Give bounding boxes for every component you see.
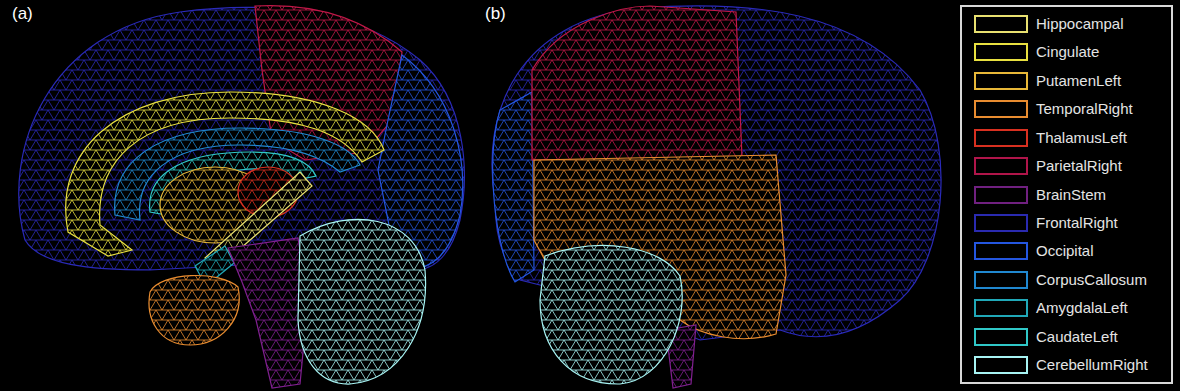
legend-text: CaudateLeft — [1036, 328, 1118, 346]
legend-text: Cingulate — [1036, 43, 1099, 61]
legend-swatch — [974, 129, 1028, 147]
legend-row: CerebellumRight — [962, 354, 1171, 376]
legend-text: AmygdalaLeft — [1036, 299, 1128, 317]
legend-swatch — [974, 100, 1028, 118]
medial-view — [19, 6, 465, 388]
legend-row: AmygdalaLeft — [962, 297, 1171, 319]
legend-text: PutamenLeft — [1036, 72, 1121, 90]
panel-label: (a) — [12, 4, 33, 24]
legend-text: CerebellumRight — [1036, 356, 1148, 374]
legend-text: CorpusCallosum — [1036, 271, 1147, 289]
legend-row: BrainStem — [962, 184, 1171, 206]
legend-text: TemporalRight — [1036, 100, 1133, 118]
legend-swatch — [974, 43, 1028, 61]
legend-row: FrontalRight — [962, 212, 1171, 234]
legend-swatch — [974, 328, 1028, 346]
legend-swatch — [974, 72, 1028, 90]
legend-row: ParietalRight — [962, 155, 1171, 177]
legend-row: Hippocampal — [962, 13, 1171, 35]
panel-label: (b) — [485, 4, 506, 24]
legend-row: TemporalRight — [962, 98, 1171, 120]
legend-text: BrainStem — [1036, 186, 1106, 204]
legend-swatch — [974, 214, 1028, 232]
legend-row: CaudateLeft — [962, 326, 1171, 348]
legend-row: Cingulate — [962, 41, 1171, 63]
legend-swatch — [974, 356, 1028, 374]
legend-box: HippocampalCingulatePutamenLeftTemporalR… — [960, 5, 1173, 384]
legend-swatch — [974, 186, 1028, 204]
legend-swatch — [974, 299, 1028, 317]
lateral-view — [492, 6, 941, 388]
legend-text: Occipital — [1036, 242, 1094, 260]
legend-swatch — [974, 271, 1028, 289]
legend-text: FrontalRight — [1036, 214, 1118, 232]
legend-swatch — [974, 242, 1028, 260]
legend-swatch — [974, 15, 1028, 33]
legend-text: Hippocampal — [1036, 15, 1124, 33]
legend-text: ThalamusLeft — [1036, 129, 1127, 147]
legend-swatch — [974, 157, 1028, 175]
legend-row: PutamenLeft — [962, 70, 1171, 92]
legend-row: ThalamusLeft — [962, 127, 1171, 149]
legend-text: ParietalRight — [1036, 157, 1122, 175]
legend-row: Occipital — [962, 240, 1171, 262]
legend-row: CorpusCallosum — [962, 269, 1171, 291]
